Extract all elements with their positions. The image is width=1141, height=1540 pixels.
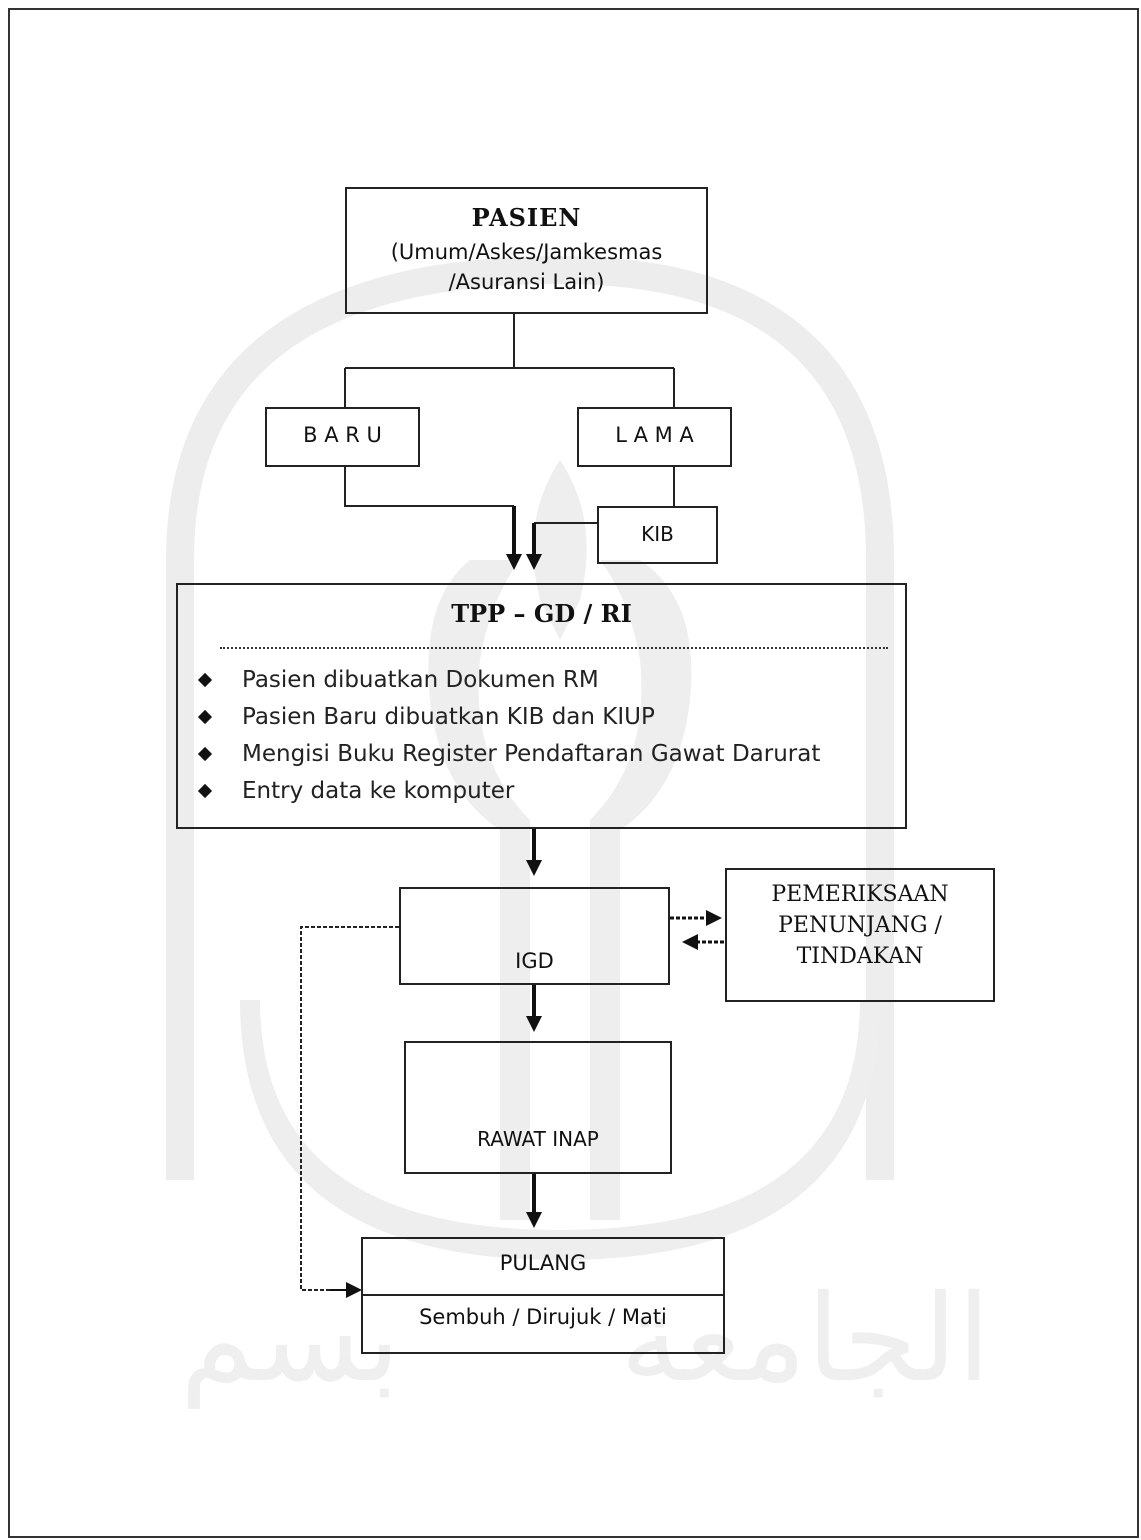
diamond-bullet-icon <box>197 709 213 725</box>
connector-igd-bypass <box>300 926 399 1291</box>
pasien-line1: (Umum/Askes/Jamkesmas <box>390 240 663 264</box>
tpp-box: TPP – GD / RI <box>176 583 907 829</box>
tpp-item-text: Pasien Baru dibuatkan KIB dan KIUP <box>242 704 655 730</box>
tpp-title: TPP – GD / RI <box>451 599 632 628</box>
tpp-item: Pasien Baru dibuatkan KIB dan KIUP <box>196 702 820 739</box>
connector-baru-to-tpp <box>344 466 514 507</box>
pasien-box: PASIEN (Umum/Askes/Jamkesmas /Asuransi L… <box>345 187 708 314</box>
pulang-subtitle: Sembuh / Dirujuk / Mati <box>419 1305 667 1329</box>
diamond-bullet-icon <box>197 672 213 688</box>
page-frame <box>8 8 1139 1538</box>
tpp-item-text: Pasien dibuatkan Dokumen RM <box>242 667 599 693</box>
tpp-item-text: Mengisi Buku Register Pendaftaran Gawat … <box>242 741 821 767</box>
diamond-bullet-icon <box>197 783 213 799</box>
tpp-item: Entry data ke komputer <box>196 776 820 813</box>
pasien-title: PASIEN <box>471 203 582 232</box>
tpp-item: Mengisi Buku Register Pendaftaran Gawat … <box>196 739 820 776</box>
diamond-bullet-icon <box>197 746 213 762</box>
pemeriksaan-box: PEMERIKSAAN PENUNJANG / TINDAKAN <box>725 868 995 1002</box>
pulang-title: PULANG <box>499 1251 587 1275</box>
lama-label: L A M A <box>615 423 694 447</box>
lama-box: L A M A <box>577 407 732 467</box>
baru-label: B A R U <box>303 423 382 447</box>
pulang-box: PULANG Sembuh / Dirujuk / Mati <box>361 1237 725 1354</box>
tpp-divider <box>220 647 888 649</box>
baru-box: B A R U <box>265 407 420 467</box>
tpp-item-text: Entry data ke komputer <box>242 778 515 804</box>
pemeriksaan-line1: PEMERIKSAAN <box>771 882 949 907</box>
kib-label: KIB <box>641 522 674 546</box>
pulang-divider <box>363 1294 723 1296</box>
tpp-item: Pasien dibuatkan Dokumen RM <box>196 665 820 702</box>
rawat-inap-box: RAWAT INAP <box>404 1041 672 1174</box>
kib-box: KIB <box>597 506 718 564</box>
pasien-line2: /Asuransi Lain) <box>448 270 605 294</box>
pemeriksaan-line3: TINDAKAN <box>796 944 924 969</box>
igd-label: IGD <box>515 949 554 973</box>
pemeriksaan-line2: PENUNJANG / <box>778 913 942 938</box>
tpp-item-list: Pasien dibuatkan Dokumen RM Pasien Baru … <box>196 665 820 813</box>
igd-box: IGD <box>399 887 670 985</box>
rawat-inap-label: RAWAT INAP <box>477 1127 599 1151</box>
